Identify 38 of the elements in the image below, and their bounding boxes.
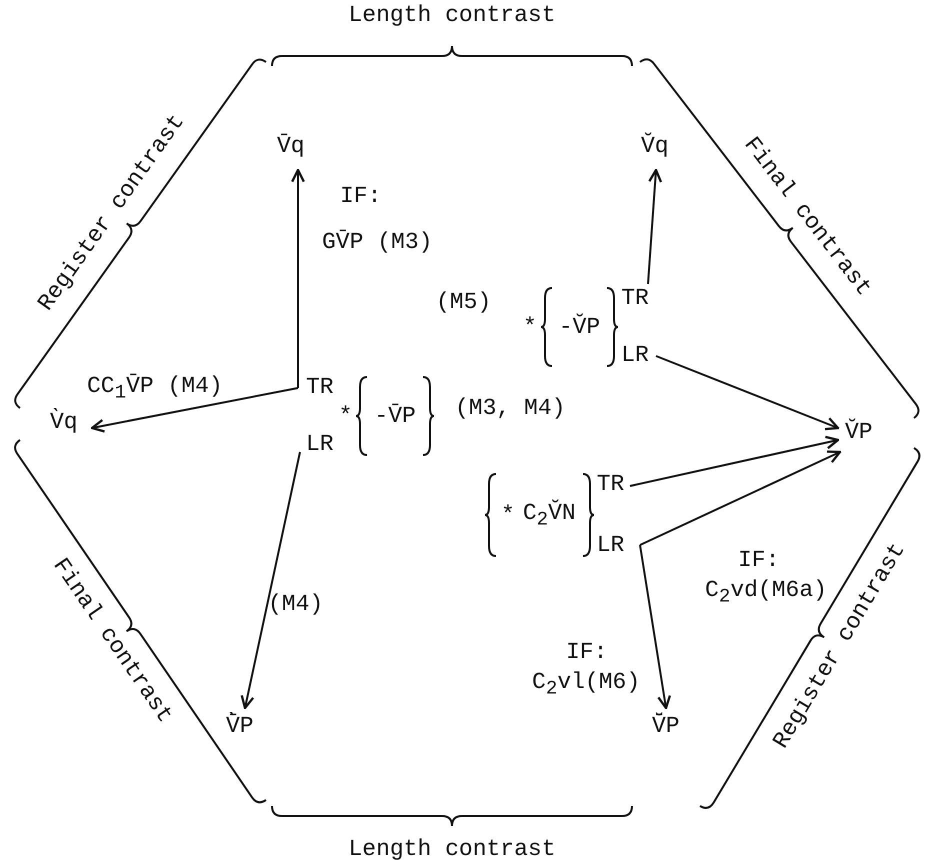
arrow	[90, 387, 298, 433]
symbol-label: V̄̀P	[226, 708, 254, 745]
condition-label: C$_{2}$vd(M6a)	[705, 576, 827, 610]
side-label: TR	[621, 286, 649, 312]
symbol-label: V̄q	[277, 128, 305, 165]
bracket-label: Length contrast	[348, 836, 556, 864]
arrow	[639, 544, 672, 710]
arrow	[240, 452, 301, 710]
symbol-label: V̄̆P	[652, 708, 680, 745]
arrow	[647, 168, 662, 284]
asterisk: *	[500, 504, 516, 526]
formula-text: -V̆P	[558, 312, 602, 342]
side-label: TR	[596, 472, 624, 498]
symbol-label: V̆P	[845, 414, 873, 451]
symbol-label: V̆q	[641, 128, 669, 165]
condition-label: GV̄P (M3)	[322, 228, 432, 257]
asterisk: *	[338, 404, 354, 428]
arrow	[640, 450, 842, 546]
symbol-label: V̀q	[50, 404, 78, 441]
side-label: LR	[306, 432, 334, 457]
bracket-label: Length contrast	[348, 2, 556, 30]
rule-label: (M5)	[436, 288, 492, 317]
condition-label: IF:	[738, 546, 780, 575]
arrow	[656, 355, 840, 430]
edge-label: CC$_{1}$V̄P (M4)	[87, 372, 223, 406]
formula-text: C$_{2}$V̆N	[522, 498, 577, 532]
condition-label: IF:	[566, 638, 608, 667]
formula-text: -V̄P	[373, 402, 417, 431]
side-label: LR	[621, 342, 649, 368]
edge-label: (M4)	[268, 590, 324, 619]
condition-label: IF:	[340, 182, 382, 211]
asterisk: *	[522, 316, 538, 338]
side-label: LR	[596, 532, 624, 558]
condition-label: C$_{2}$vl(M6)	[532, 668, 640, 702]
side-label: TR	[306, 375, 334, 400]
arrow	[291, 168, 305, 388]
rule-label: (M3, M4)	[455, 394, 566, 423]
arrow	[630, 436, 840, 487]
